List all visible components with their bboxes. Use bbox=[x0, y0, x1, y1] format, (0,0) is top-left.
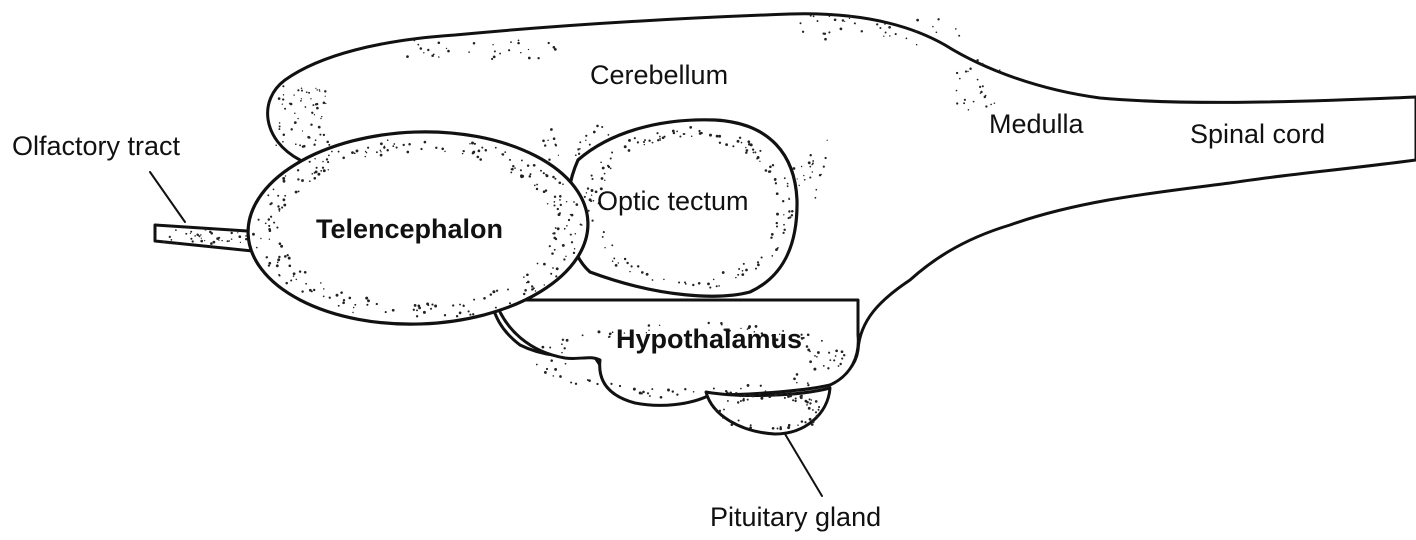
pituitary-gland-shape bbox=[706, 388, 830, 434]
olfactory-tract-stalk bbox=[155, 225, 262, 252]
label-hypothalamus: Hypothalamus bbox=[616, 324, 802, 354]
label-telencephalon: Telencephalon bbox=[316, 214, 503, 244]
label-cerebellum: Cerebellum bbox=[590, 60, 728, 90]
label-medulla: Medulla bbox=[989, 109, 1085, 139]
label-olfactory-tract: Olfactory tract bbox=[12, 131, 181, 161]
label-spinal-cord: Spinal cord bbox=[1190, 119, 1325, 149]
label-optic-tectum: Optic tectum bbox=[597, 186, 749, 216]
pituitary-pointer-line bbox=[785, 434, 822, 496]
label-pituitary-gland: Pituitary gland bbox=[710, 502, 881, 532]
olfactory-pointer-line bbox=[150, 172, 185, 222]
